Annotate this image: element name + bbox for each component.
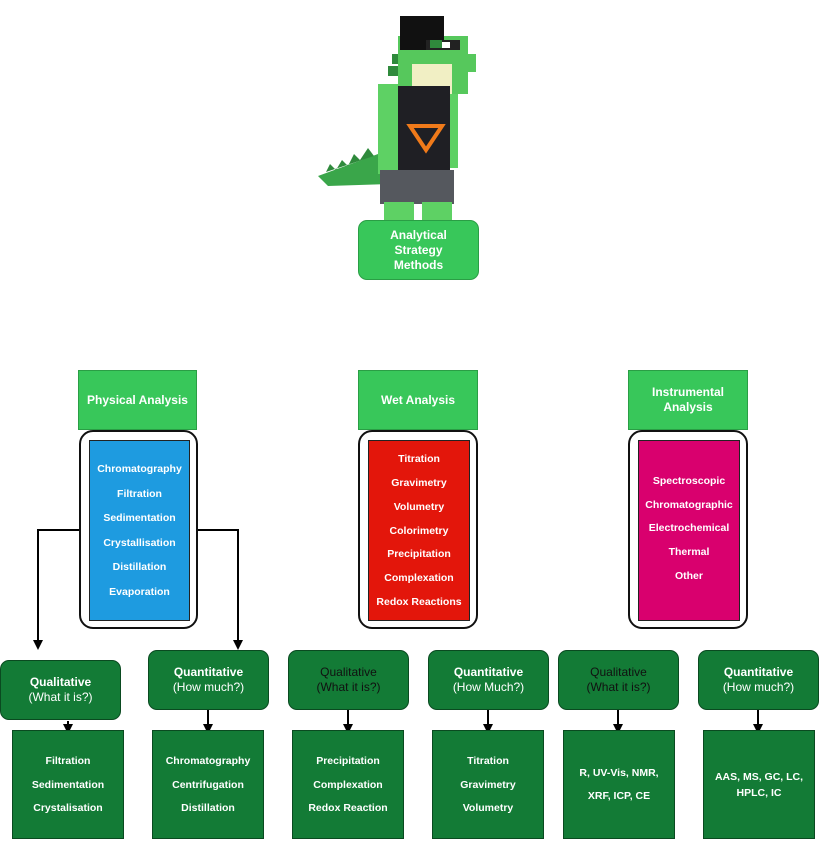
example-item: Crystalisation (33, 802, 103, 815)
root-node: Analytical Strategy Methods (358, 220, 479, 280)
example-item: Centrifugation (172, 778, 244, 791)
method-item: Gravimetry (391, 476, 447, 489)
examples-quantitative-instrumental: AAS, MS, GC, LC, HPLC, IC (703, 730, 815, 839)
sub-title: Qualitative (29, 675, 92, 689)
sub-subtitle: (How Much?) (452, 680, 525, 694)
sub-subtitle: (How much?) (172, 680, 245, 694)
example-item: XRF, ICP, CE (587, 789, 651, 802)
example-item: Complexation (313, 778, 383, 791)
example-item: R, UV-Vis, NMR, (579, 767, 659, 780)
category-label: Physical Analysis (87, 392, 188, 407)
sub-title: Quantitative (453, 665, 524, 679)
method-item: Titration (398, 452, 440, 465)
method-item: Sedimentation (103, 512, 176, 525)
examples-qualitative-wet: Precipitation Complexation Redox Reactio… (292, 730, 404, 839)
method-item: Precipitation (387, 548, 451, 561)
sub-title: Qualitative (320, 665, 377, 679)
arrow-physical-to-qualitative (33, 529, 79, 650)
category-label: Instrumental Analysis (651, 385, 724, 414)
example-item: Sedimentation (31, 778, 105, 791)
category-label: Wet Analysis (380, 392, 456, 407)
method-item: Spectroscopic (652, 474, 726, 487)
examples-qualitative-instrumental: R, UV-Vis, NMR, XRF, ICP, CE (563, 730, 675, 839)
wet-methods-frame: Titration Gravimetry Volumetry Colorimet… (358, 430, 478, 629)
sub-subtitle: (How much?) (722, 680, 795, 694)
example-item: AAS, MS, GC, LC, (714, 770, 804, 783)
quantitative-instrumental-box: Quantitative (How much?) (698, 650, 819, 710)
sub-title: Quantitative (723, 665, 794, 679)
pixel-crocodile-mascot-icon (318, 16, 476, 220)
method-item: Other (674, 570, 703, 583)
instrumental-methods-list: Spectroscopic Chromatographic Electroche… (638, 440, 740, 621)
qualitative-wet-box: Qualitative (What it is?) (288, 650, 409, 710)
example-item: Precipitation (316, 754, 380, 767)
example-item: HPLC, IC (736, 786, 782, 799)
method-item: Complexation (384, 572, 454, 585)
qualitative-instrumental-box: Qualitative (What it is?) (558, 650, 679, 710)
root-label: Analytical Strategy Methods (390, 227, 447, 272)
arrow-physical-to-quantitative (197, 529, 243, 650)
method-item: Chromatographic (645, 498, 733, 511)
sub-title: Qualitative (590, 665, 647, 679)
wet-methods-list: Titration Gravimetry Volumetry Colorimet… (368, 440, 470, 621)
example-item: Volumetry (462, 802, 514, 815)
sub-subtitle: (What it is?) (586, 680, 651, 694)
method-item: Thermal (668, 546, 710, 559)
example-item: Distillation (181, 802, 235, 815)
sub-title: Quantitative (173, 665, 244, 679)
physical-methods-list: Chromatography Filtration Sedimentation … (89, 440, 190, 621)
physical-methods-frame: Chromatography Filtration Sedimentation … (79, 430, 198, 629)
method-item: Colorimetry (389, 524, 449, 537)
examples-quantitative-physical: Chromatography Centrifugation Distillati… (152, 730, 264, 839)
method-item: Distillation (112, 561, 167, 574)
quantitative-physical-box: Quantitative (How much?) (148, 650, 269, 710)
instrumental-methods-frame: Spectroscopic Chromatographic Electroche… (628, 430, 748, 629)
examples-quantitative-wet: Titration Gravimetry Volumetry (432, 730, 544, 839)
example-item: Filtration (45, 754, 91, 767)
examples-qualitative-physical: Filtration Sedimentation Crystalisation (12, 730, 124, 839)
sub-subtitle: (What it is?) (28, 690, 93, 704)
method-item: Volumetry (393, 500, 445, 513)
example-item: Titration (467, 754, 509, 767)
category-instrumental-analysis: Instrumental Analysis (628, 370, 748, 430)
method-item: Chromatography (97, 463, 182, 476)
method-item: Evaporation (109, 585, 170, 598)
qualitative-physical-box: Qualitative (What it is?) (0, 660, 121, 720)
quantitative-wet-box: Quantitative (How Much?) (428, 650, 549, 710)
example-item: Redox Reaction (308, 802, 388, 815)
method-item: Crystallisation (103, 536, 176, 549)
method-item: Redox Reactions (376, 596, 462, 609)
category-physical-analysis: Physical Analysis (78, 370, 197, 430)
example-item: Gravimetry (460, 778, 516, 791)
method-item: Electrochemical (648, 522, 730, 535)
method-item: Filtration (117, 487, 162, 500)
sub-subtitle: (What it is?) (316, 680, 381, 694)
example-item: Chromatography (165, 754, 251, 767)
category-wet-analysis: Wet Analysis (358, 370, 478, 430)
